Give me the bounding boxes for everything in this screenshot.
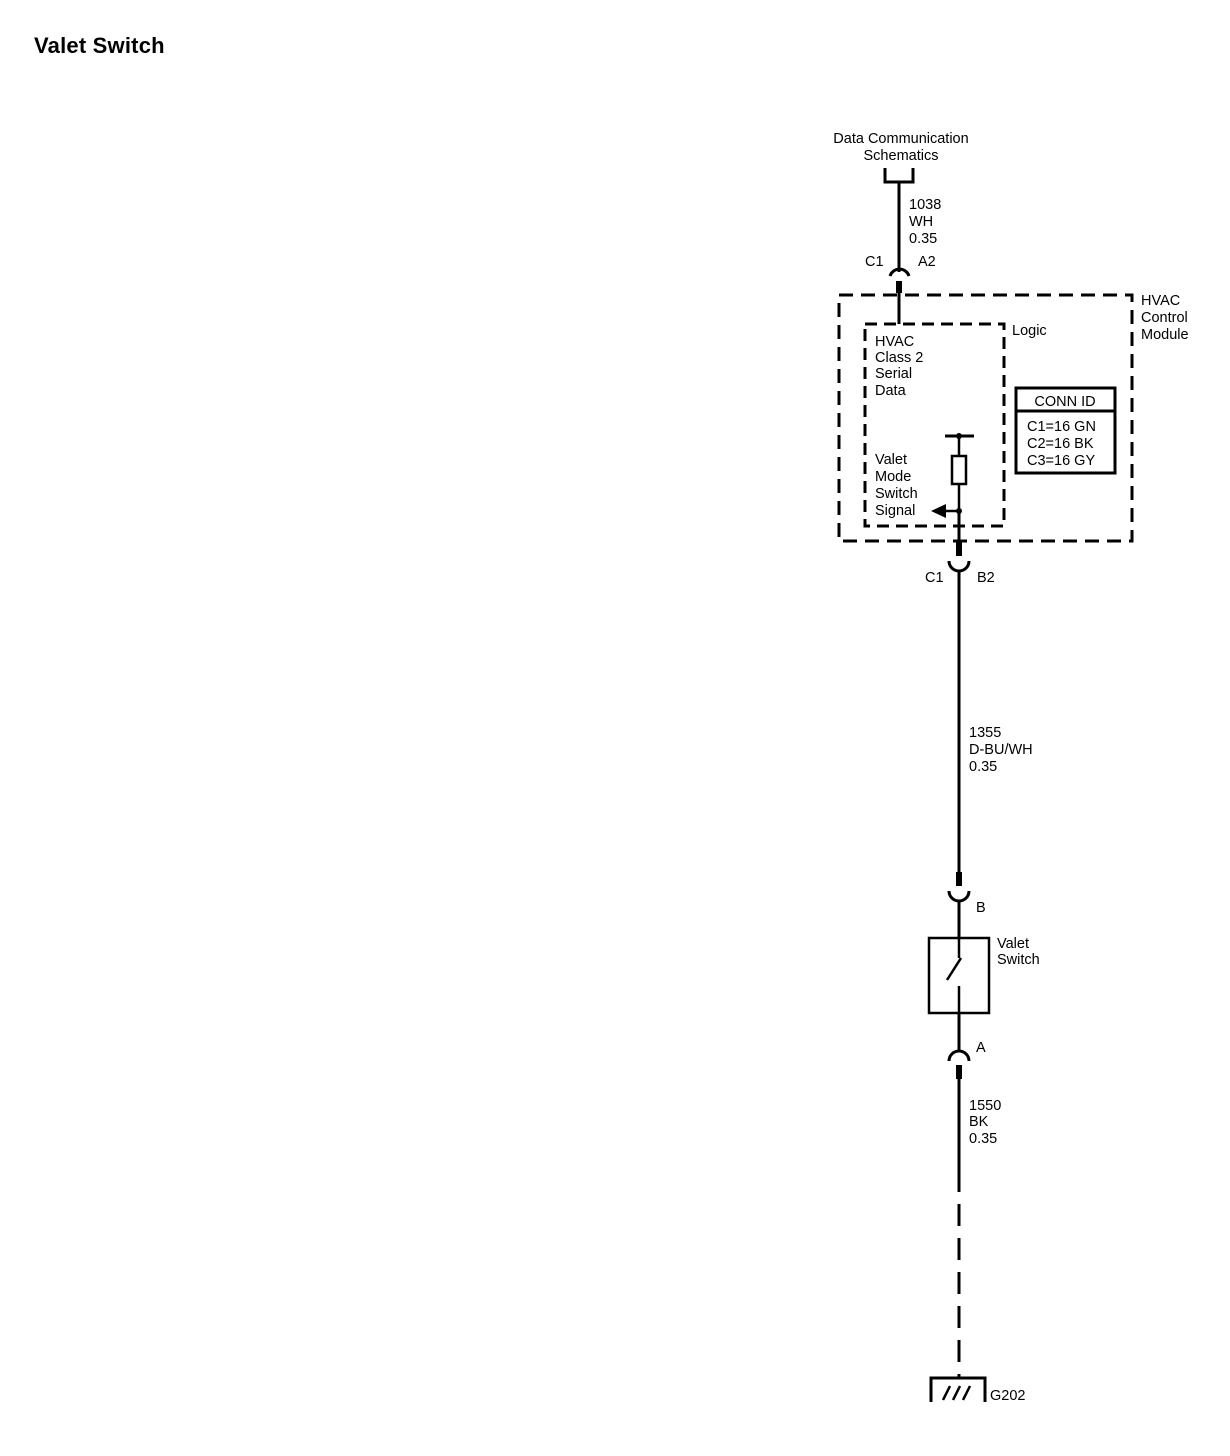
signal-label-line1: Valet	[875, 452, 907, 468]
serial-data-label-line4: Data	[875, 383, 907, 399]
wire-1355-circuit: 1355	[969, 725, 1001, 741]
data-comm-label-line2: Schematics	[864, 148, 939, 164]
conn-id-row-c1: C1=16 GN	[1027, 419, 1096, 435]
data-comm-label-line1: Data Communication	[833, 131, 968, 147]
hvac-control-module: HVAC Control Module	[837, 293, 1189, 543]
ground-icon	[929, 1376, 987, 1402]
wire-1038: 1038 WH 0.35	[897, 182, 941, 272]
connector-c1-top-label: C1	[865, 254, 884, 270]
wire-1355-size: 0.35	[969, 759, 997, 775]
signal-label-line4: Signal	[875, 503, 915, 519]
ground-g202: G202	[929, 1376, 1025, 1404]
connector-pin-a-label: A	[976, 1040, 986, 1056]
switch-contact-icon	[945, 957, 963, 981]
wire-1355: 1355 D-BU/WH 0.35	[957, 570, 1033, 877]
valet-switch: Valet Switch	[927, 900, 1040, 1015]
wire-1038-circuit: 1038	[909, 197, 941, 213]
conn-id-header: CONN ID	[1034, 394, 1095, 410]
valet-switch-label-line2: Switch	[997, 952, 1040, 968]
logic-block: Logic HVAC Class 2 Serial Data Valet Mod…	[863, 322, 1047, 528]
page-title: Valet Switch	[34, 33, 165, 58]
hvac-module-label-line2: Control	[1141, 310, 1188, 326]
wire-1355-color: D-BU/WH	[969, 742, 1033, 758]
connector-c1-b2: C1 B2	[925, 511, 995, 586]
wire-1550-size: 0.35	[969, 1131, 997, 1147]
valet-switch-label-line1: Valet	[997, 936, 1029, 952]
conn-id-table: CONN ID C1=16 GN C2=16 BK C3=16 GY	[1014, 386, 1117, 475]
signal-label-line2: Mode	[875, 469, 911, 485]
connector-c1-a2: C1 A2	[865, 254, 936, 324]
wire-1038-size: 0.35	[909, 231, 937, 247]
pull-up-resistor	[945, 433, 974, 514]
hvac-module-label-line1: HVAC	[1141, 293, 1180, 309]
data-communication-link: Data Communication Schematics	[833, 131, 969, 184]
conn-id-row-c2: C2=16 BK	[1027, 436, 1094, 452]
connector-pin-b: B	[947, 872, 986, 916]
connector-b2-pin-label: B2	[977, 570, 995, 586]
connector-pin-b-label: B	[976, 900, 986, 916]
signal-label-line3: Switch	[875, 486, 918, 502]
serial-data-label-line2: Class 2	[875, 350, 923, 366]
hvac-module-label-line3: Module	[1141, 327, 1189, 343]
signal-arrow-icon	[931, 504, 959, 518]
connector-c1-mid-label: C1	[925, 570, 944, 586]
conn-id-row-c3: C3=16 GY	[1027, 453, 1095, 469]
serial-data-label-line3: Serial	[875, 366, 912, 382]
wire-1038-color: WH	[909, 214, 933, 230]
connector-pin-a: A	[947, 1013, 986, 1079]
wire-1550-color: BK	[969, 1114, 989, 1130]
wire-1550: 1550 BK 0.35	[957, 1079, 1001, 1378]
serial-data-label-line1: HVAC	[875, 334, 914, 350]
connector-a2-pin-label: A2	[918, 254, 936, 270]
ground-label: G202	[990, 1388, 1025, 1404]
wire-1550-circuit: 1550	[969, 1098, 1001, 1114]
logic-label: Logic	[1012, 323, 1047, 339]
